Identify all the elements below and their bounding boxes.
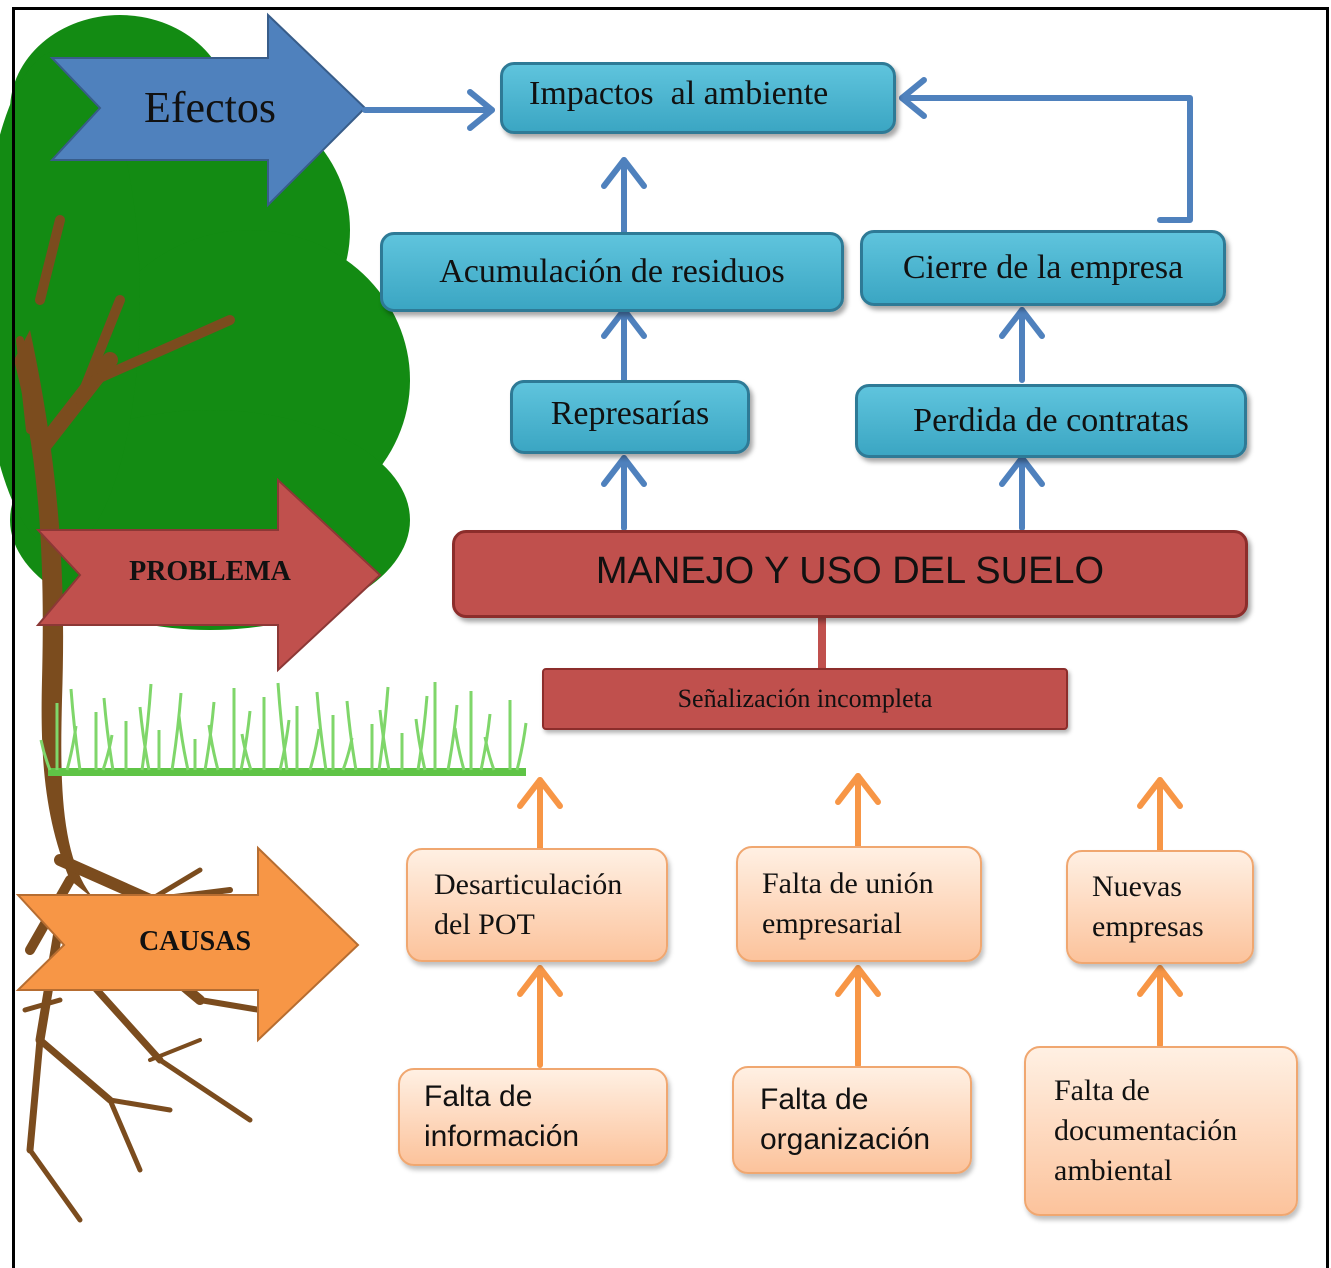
lack-documentation-line3: ambiental — [1054, 1154, 1173, 1187]
new-companies-line1: Nuevas — [1092, 870, 1182, 903]
problem-side-arrow — [35, 477, 382, 673]
cause-connectors — [517, 773, 1183, 1068]
business-union-box: Falta de unión empresarial — [736, 846, 982, 962]
incomplete-signage-text: Señalización incompleta — [677, 684, 933, 713]
waste-accumulation-text: Acumulación de residuos — [439, 253, 785, 290]
lack-information-line1: Falta de — [424, 1080, 533, 1113]
main-problem-text: MANEJO Y USO DEL SUELO — [595, 549, 1105, 592]
contract-loss-box: Perdida de contratas — [855, 384, 1247, 458]
waste-accumulation-box: Acumulación de residuos — [380, 232, 844, 312]
impact-environment-box: Impactos al ambiente — [500, 62, 896, 134]
lack-organization-line2: organización — [760, 1123, 931, 1156]
problem-label: PROBLEMA — [129, 556, 291, 587]
lack-documentation-line1: Falta de — [1054, 1074, 1150, 1107]
causes-label: CAUSAS — [138, 926, 252, 957]
grass-strip — [39, 682, 528, 776]
lack-documentation-line2: documentación — [1054, 1114, 1238, 1147]
pot-disarticulation-line2: del POT — [434, 908, 535, 941]
new-companies-box: Nuevas empresas — [1066, 850, 1254, 964]
effects-label: Efectos — [144, 82, 276, 132]
lack-organization-box: Falta de organización — [732, 1066, 972, 1174]
contract-loss-text: Perdida de contratas — [913, 402, 1189, 439]
incomplete-signage-box: Señalización incompleta — [542, 668, 1068, 730]
impact-environment-text: Impactos al ambiente — [529, 75, 829, 112]
lack-documentation-box: Falta de documentación ambiental — [1024, 1046, 1298, 1216]
lack-organization-line1: Falta de — [760, 1083, 869, 1116]
reprisals-text: Represarías — [550, 395, 710, 432]
business-union-line1: Falta de unión — [762, 867, 934, 900]
lack-information-box: Falta de información — [398, 1068, 668, 1166]
causes-side-arrow — [15, 845, 360, 1043]
pot-disarticulation-box: Desarticulación del POT — [406, 848, 668, 962]
effect-connectors — [362, 77, 1193, 531]
pot-disarticulation-line1: Desarticulación — [434, 868, 623, 901]
reprisals-box: Represarías — [510, 380, 750, 454]
main-problem-box: MANEJO Y USO DEL SUELO — [452, 530, 1248, 618]
lack-information-line2: información — [424, 1120, 580, 1153]
new-companies-line2: empresas — [1092, 910, 1204, 943]
business-union-line2: empresarial — [762, 907, 902, 940]
company-closure-text: Cierre de la empresa — [902, 249, 1184, 286]
effects-side-arrow — [49, 12, 367, 208]
company-closure-box: Cierre de la empresa — [860, 230, 1226, 306]
